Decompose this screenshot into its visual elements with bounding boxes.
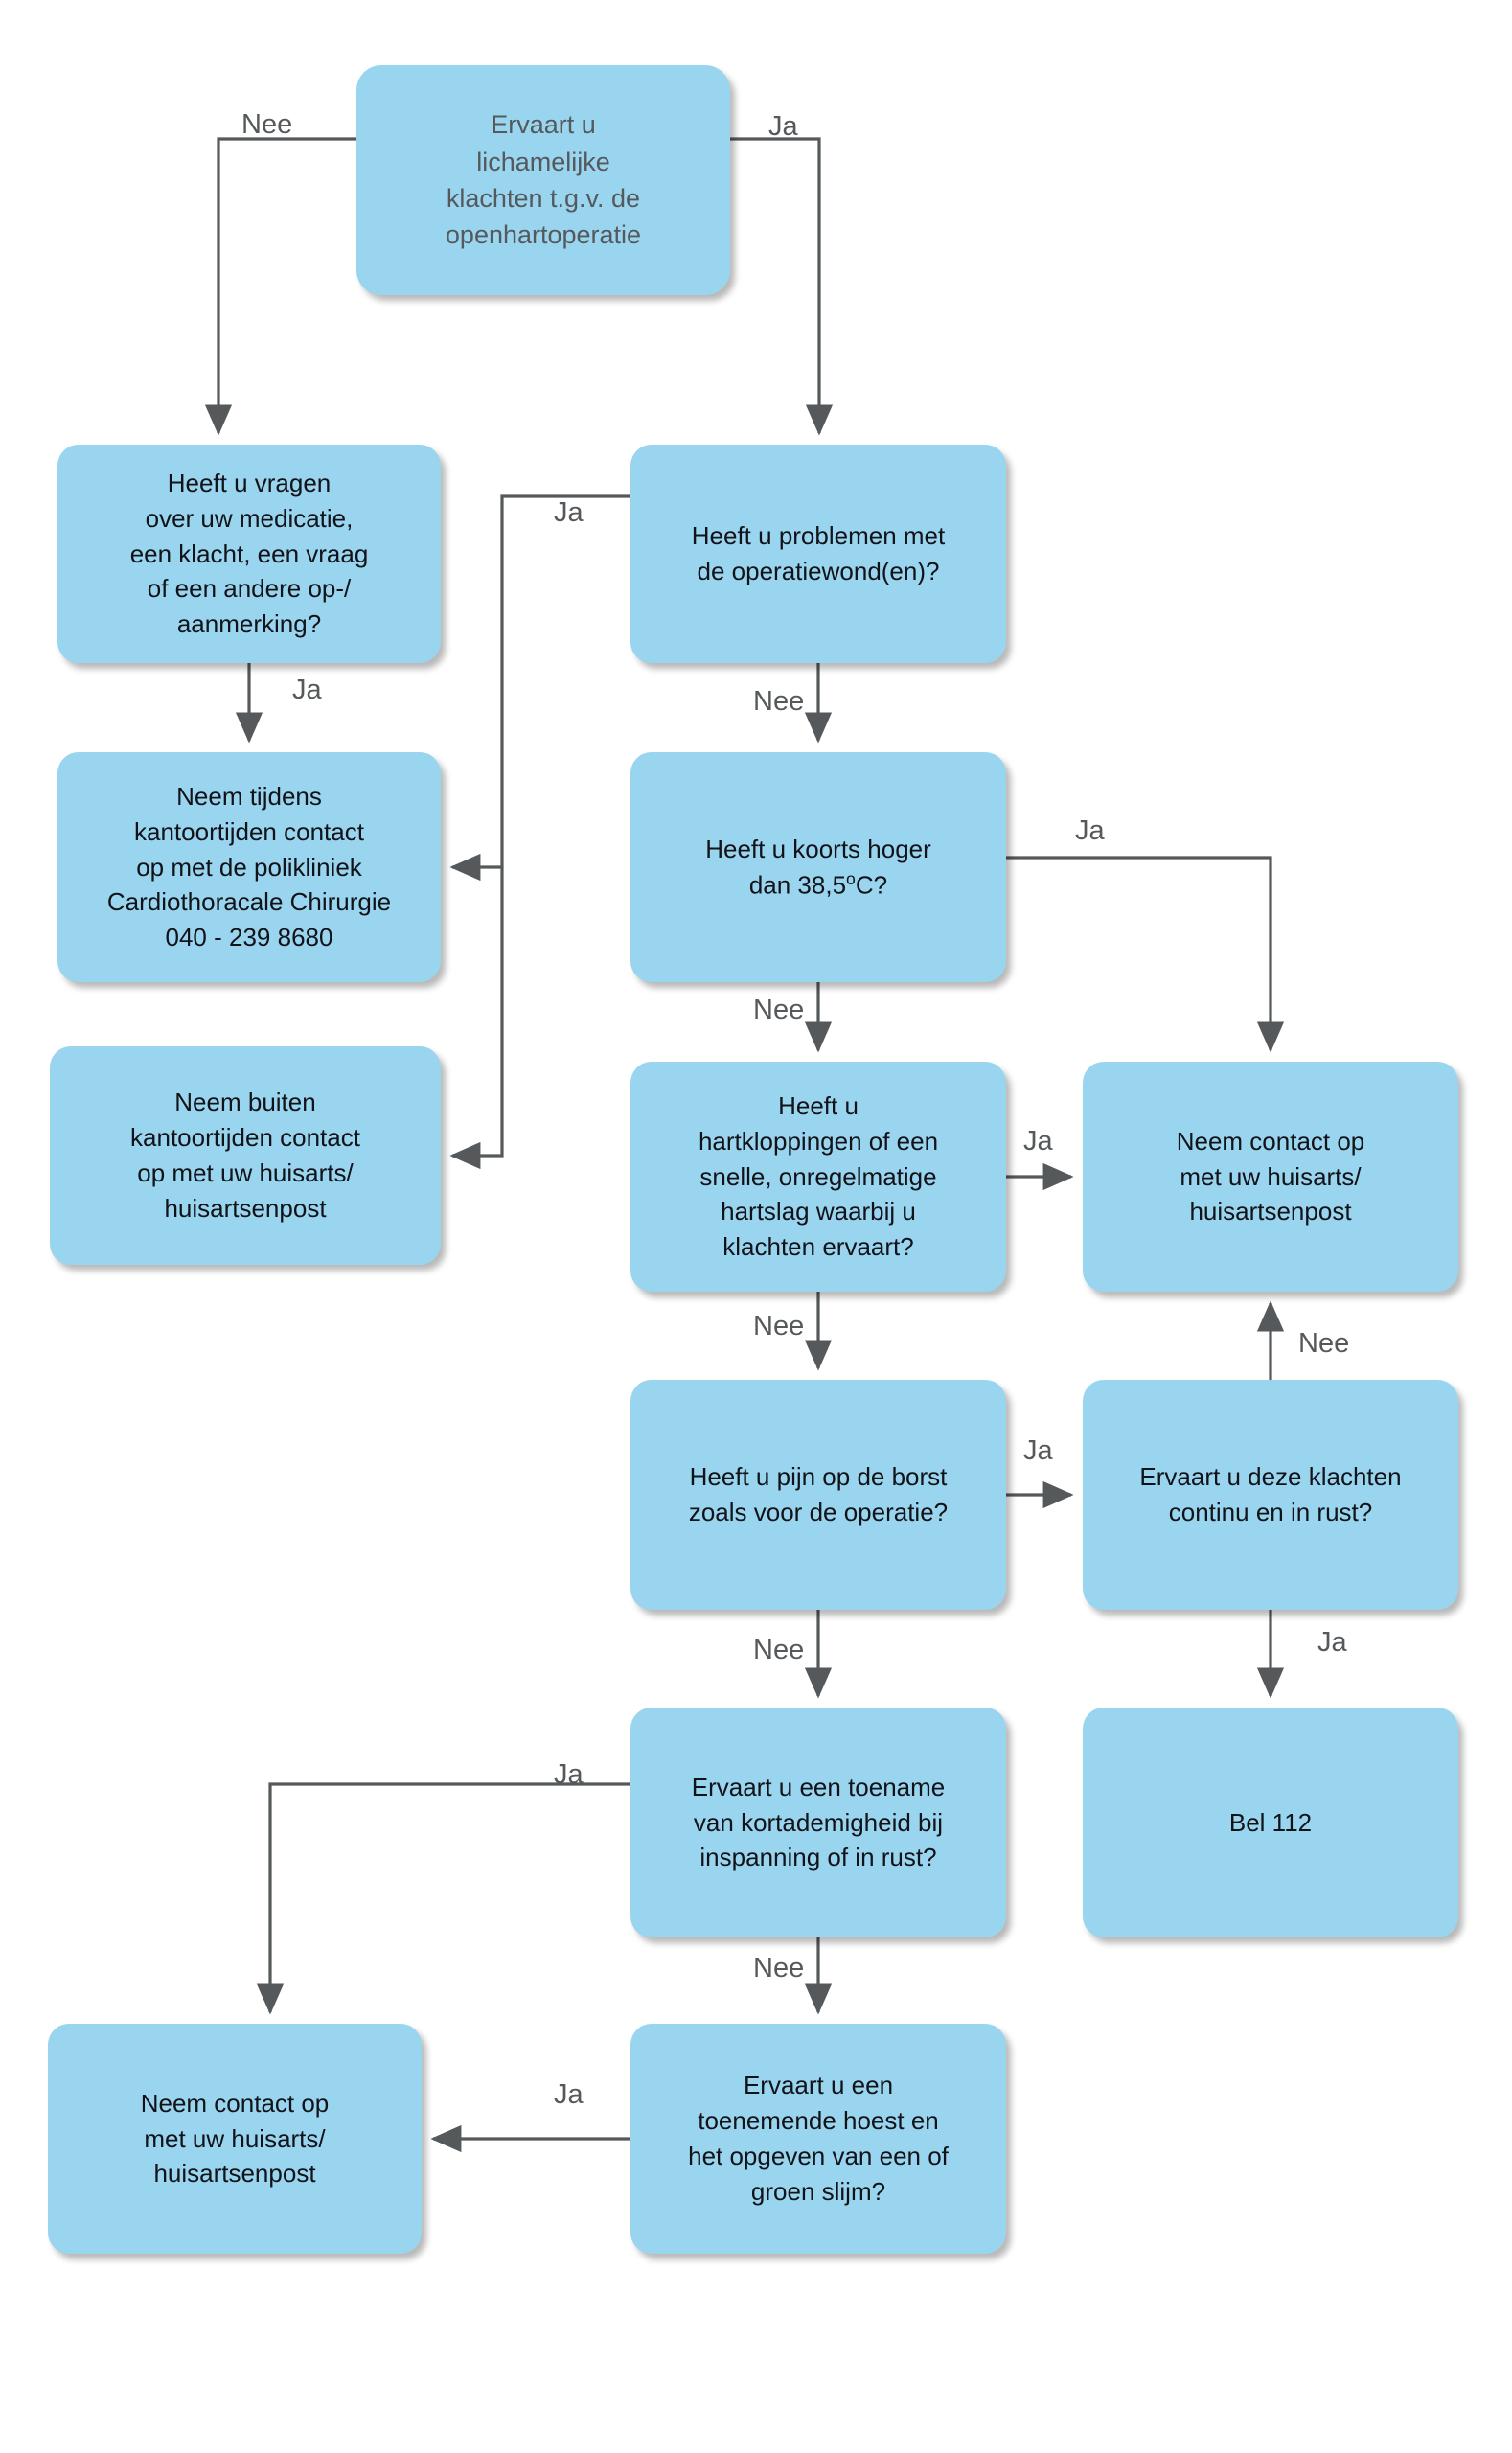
node-neem-contact-huisarts-onder[interactable]: Neem contact op met uw huisarts/ huisart… [48,2024,422,2254]
degree-superscript-icon: o [846,868,856,888]
edge-label-pijnborst-nee: Nee [753,1635,805,1665]
koorts-text: Heeft u koorts hoger dan 38,5oC? [705,832,931,903]
node-hartkloppingen[interactable]: Heeft u hartkloppingen of een snelle, on… [630,1062,1006,1292]
edge-root-ja [730,137,834,436]
node-toename-kortademigheid[interactable]: Ervaart u een toename van kortademigheid… [630,1708,1006,1937]
edge-label-hoest-ja: Ja [554,2079,584,2110]
edge-label-koorts-ja: Ja [1075,815,1105,846]
koorts-text-b: C? [855,870,888,900]
edge-label-root-ja: Ja [768,111,798,142]
edge-label-koorts-nee: Nee [753,995,805,1025]
edge-koorts-ja [1006,856,1285,1053]
edge-root-nee [204,137,356,436]
edge-kortademig-ja [256,1782,630,2015]
edge-wond-ja-poli [449,494,630,882]
edge-wond-ja-buiten [449,867,504,1170]
node-problemen-operatiewond[interactable]: Heeft u problemen met de operatiewond(en… [630,445,1006,663]
edge-label-continu-ja: Ja [1317,1627,1347,1658]
node-neem-contact-huisarts-boven[interactable]: Neem contact op met uw huisarts/ huisart… [1083,1062,1458,1292]
node-neem-buiten-kantoortijden-contact[interactable]: Neem buiten kantoortijden contact op met… [50,1046,441,1265]
node-heeft-u-koorts[interactable]: Heeft u koorts hoger dan 38,5oC? [630,752,1006,982]
edge-label-root-nee: Nee [241,109,293,140]
node-heeft-u-vragen[interactable]: Heeft u vragen over uw medicatie, een kl… [57,445,441,663]
edge-label-kortademig-nee: Nee [753,1953,805,1983]
edge-label-wond-nee: Nee [753,686,805,717]
node-neem-tijdens-kantoortijden-contact[interactable]: Neem tijdens kantoortijden contact op me… [57,752,441,982]
node-toenemende-hoest[interactable]: Ervaart u een toenemende hoest en het op… [630,2024,1006,2254]
node-bel-112[interactable]: Bel 112 [1083,1708,1458,1937]
koorts-text-a: Heeft u koorts hoger dan 38,5 [705,834,931,900]
edge-label-hartkloppingen-ja: Ja [1023,1126,1053,1157]
edge-label-pijnborst-ja: Ja [1023,1435,1053,1466]
edge-label-hartkloppingen-nee: Nee [753,1311,805,1341]
edge-label-kortademig-ja: Ja [554,1759,584,1790]
node-klachten-continu-in-rust[interactable]: Ervaart u deze klachten continu en in ru… [1083,1380,1458,1610]
edge-label-wond-ja: Ja [554,497,584,528]
node-pijn-op-de-borst[interactable]: Heeft u pijn op de borst zoals voor de o… [630,1380,1006,1610]
edge-label-vragen-ja: Ja [292,675,322,705]
node-ervaart-u-lichamelijke-klachten[interactable]: Ervaart u lichamelijke klachten t.g.v. d… [356,65,730,295]
edge-label-continu-nee: Nee [1298,1328,1350,1359]
